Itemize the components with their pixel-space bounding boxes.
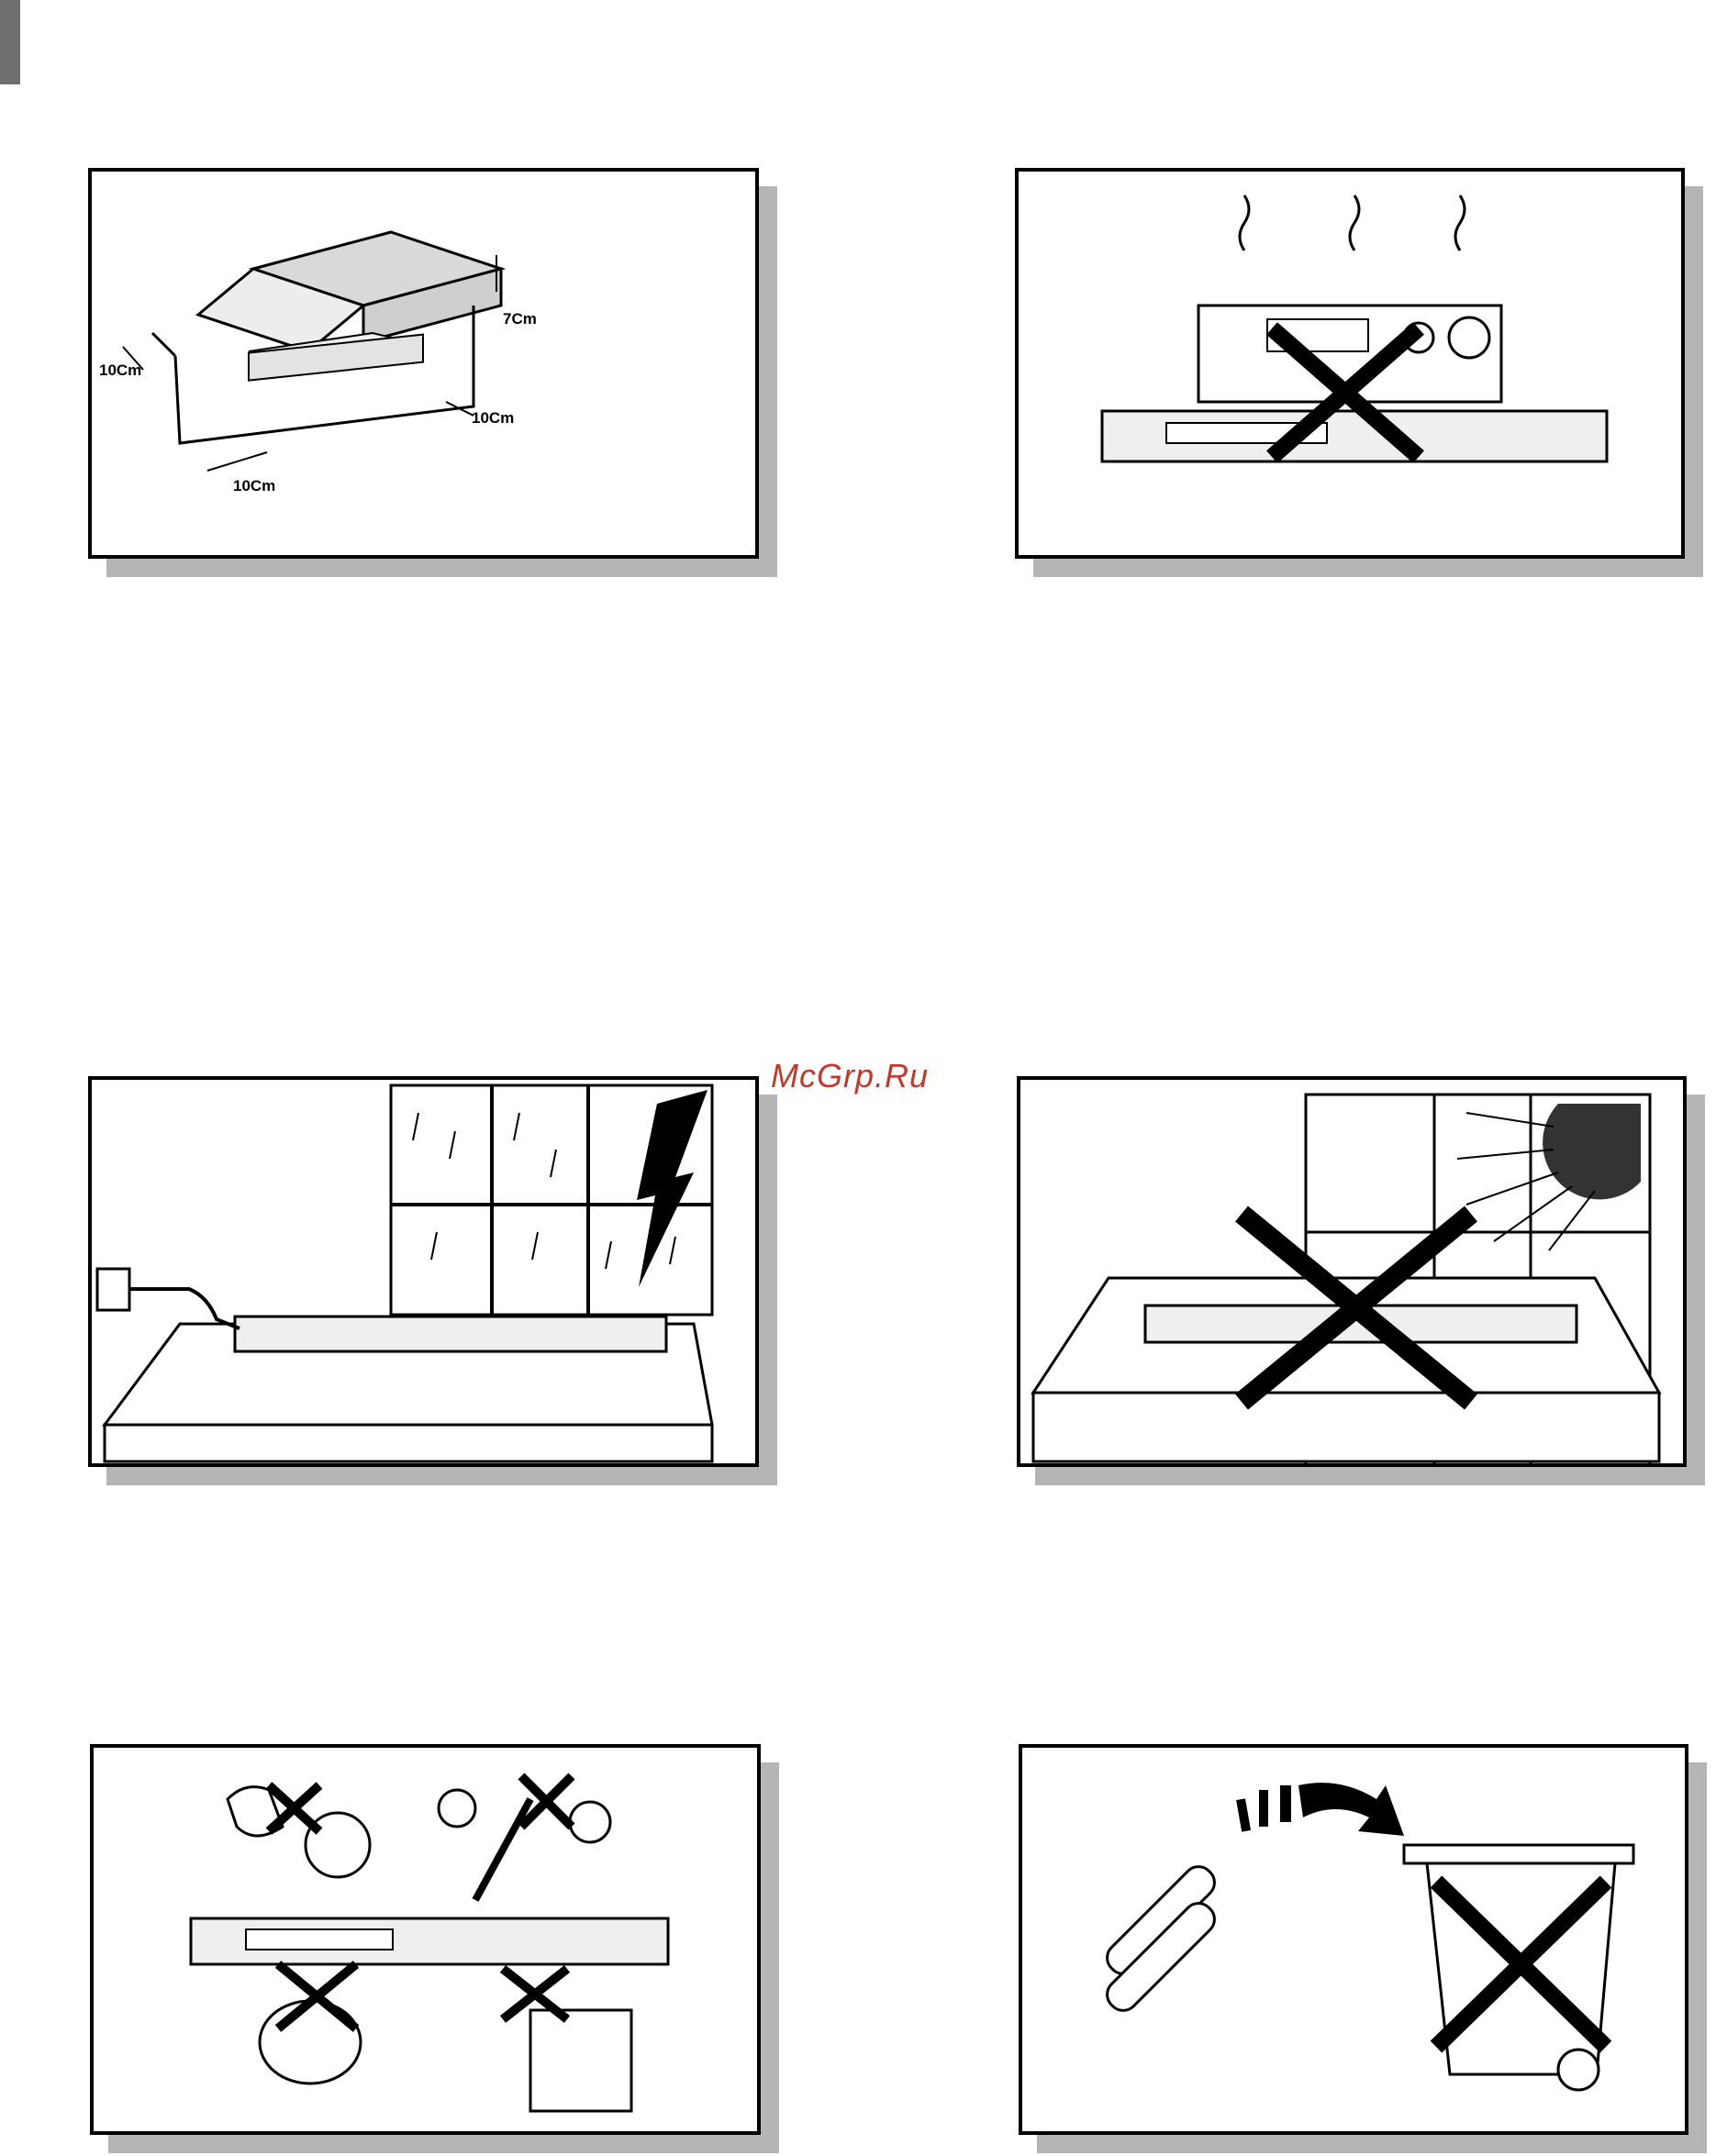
magnet-icon [260, 2001, 361, 2084]
batteries-illustration [1019, 1744, 1688, 2135]
sunlight-illustration [1017, 1076, 1687, 1467]
snowman-icon [570, 1802, 610, 1842]
storm-illustration [88, 1076, 759, 1467]
panel-environment-hazards [90, 1744, 761, 2135]
panel-ventilation-clearance: 7Cm 10Cm 10Cm 10Cm [88, 168, 759, 559]
sun-icon [1543, 1104, 1641, 1199]
sun-icon [439, 1790, 475, 1827]
page-corner-tab [0, 0, 20, 84]
panel-storm-unplug [88, 1076, 759, 1467]
label-left-clearance: 10Cm [99, 361, 141, 379]
panel-no-sunlight [1017, 1076, 1687, 1467]
stacking-illustration [1015, 168, 1685, 559]
panel-no-stacking [1015, 168, 1685, 559]
lightning-bolt-icon [637, 1090, 708, 1287]
thermometer-icon [475, 1799, 530, 1900]
ventilation-illustration: 7Cm 10Cm 10Cm 10Cm [88, 168, 759, 559]
panel-battery-disposal [1019, 1744, 1688, 2135]
wall-outlet [97, 1269, 129, 1310]
heater-icon [530, 2010, 631, 2111]
battery-icon [1101, 1861, 1220, 2017]
watermark: McGrp.Ru [771, 1057, 929, 1095]
arrow-icon [1236, 1783, 1404, 1836]
environment-illustration [90, 1744, 761, 2135]
dvd-player [235, 1317, 666, 1351]
label-bottom-clearance: 10Cm [233, 477, 275, 495]
label-top-clearance: 7Cm [503, 310, 537, 328]
label-right-clearance: 10Cm [472, 409, 514, 427]
